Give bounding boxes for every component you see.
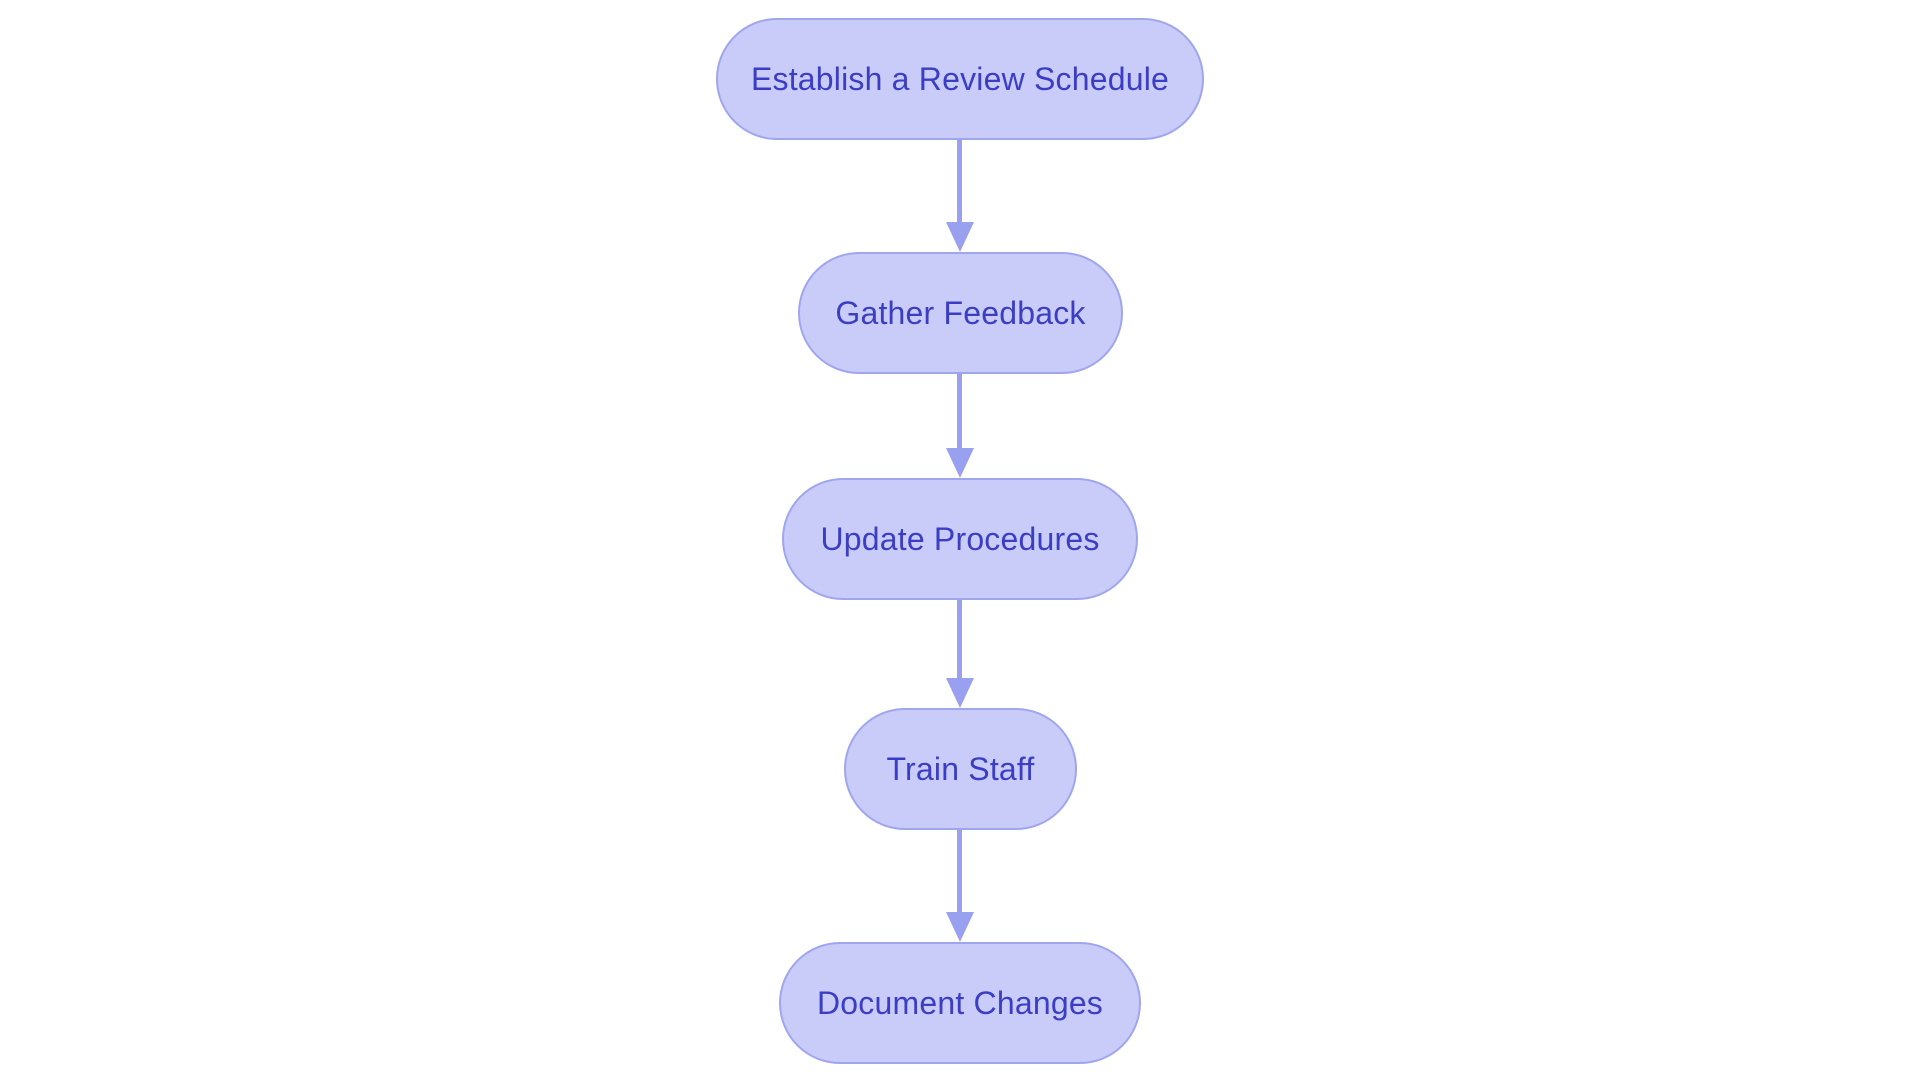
arrow-head-icon <box>946 912 974 942</box>
flow-node-label: Gather Feedback <box>835 294 1086 331</box>
arrow-line <box>957 140 962 224</box>
flow-node-label: Train Staff <box>886 750 1035 787</box>
flow-node-label: Document Changes <box>816 984 1104 1021</box>
arrow-line <box>957 374 962 450</box>
arrow-line <box>957 600 962 680</box>
flow-node-label: Update Procedures <box>820 520 1100 557</box>
flow-node-document-changes: Document Changes <box>779 942 1141 1064</box>
flow-node-establish-review-schedule: Establish a Review Schedule <box>716 18 1204 140</box>
flow-node-label: Establish a Review Schedule <box>750 60 1170 97</box>
flow-node-train-staff: Train Staff <box>844 708 1077 830</box>
flow-node-update-procedures: Update Procedures <box>782 478 1138 600</box>
arrow-head-icon <box>946 448 974 478</box>
arrow-line <box>957 830 962 914</box>
arrow-head-icon <box>946 678 974 708</box>
arrow-head-icon <box>946 222 974 252</box>
flow-node-gather-feedback: Gather Feedback <box>798 252 1123 374</box>
